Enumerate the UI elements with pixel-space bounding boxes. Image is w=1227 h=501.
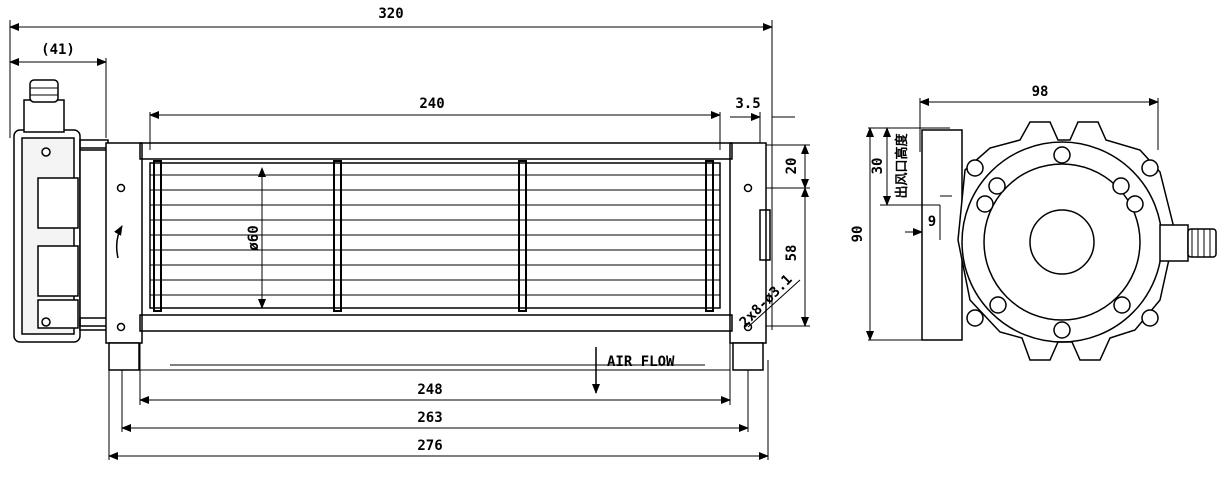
dim-outlet-offset: 9 [928, 214, 936, 230]
front-view [9, 20, 810, 460]
dim-impeller-length: 240 [419, 96, 444, 112]
dim-hole-top-offset: 20 [784, 158, 800, 175]
dim-overall-length: 320 [378, 6, 403, 22]
dim-end-width: 98 [1032, 84, 1049, 100]
dim-hole-span: 248 [417, 382, 442, 398]
dim-base-length: 276 [417, 438, 442, 454]
dim-end-height: 90 [850, 226, 866, 243]
airflow-label: AIR FLOW [607, 354, 675, 370]
dim-impeller-diameter: ø60 [246, 225, 262, 250]
dim-hole-spacing-vertical: 58 [784, 245, 800, 262]
dim-motor-length: (41) [41, 42, 75, 58]
side-view [866, 98, 1217, 361]
dim-end-offset: 3.5 [735, 96, 760, 112]
dim-mid-span: 263 [417, 410, 442, 426]
outlet-height-label: 出风口高度 [894, 133, 910, 199]
dim-outlet-height: 30 [870, 158, 886, 175]
